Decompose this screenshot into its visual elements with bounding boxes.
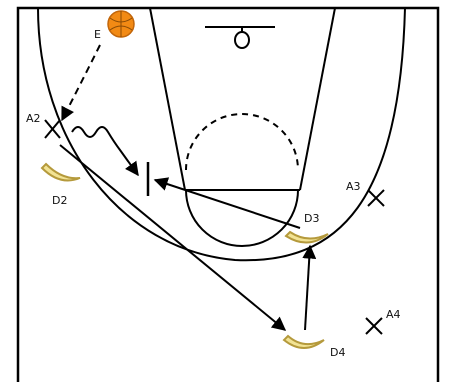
lane-line-left [149, 7, 186, 191]
a4-label: A4 [386, 308, 401, 321]
defender-d4-crescent-marker-icon [282, 334, 325, 349]
pass-line [61, 44, 101, 122]
a2-label: A2 [26, 112, 41, 125]
a2-to-d4-line [59, 144, 287, 331]
court-boundary [16, 6, 440, 382]
attacker-a4-x-marker-icon [365, 317, 383, 335]
d4-label: D4 [330, 346, 345, 359]
coach-label: E [94, 28, 101, 41]
basketball-icon [107, 10, 135, 38]
attacker-a3-x-marker-icon [367, 189, 385, 207]
d3-path-line [153, 177, 301, 229]
free-throw-circle-top [185, 113, 299, 171]
lane-line-right [299, 7, 336, 191]
defender-d3-crescent-marker-icon [284, 230, 329, 244]
defender-d2-crescent-marker-icon [40, 162, 81, 182]
d2-label: D2 [52, 194, 67, 207]
attacker-a2-x-marker-icon [44, 119, 61, 139]
a3-label: A3 [346, 180, 361, 193]
free-throw-circle-bottom [185, 189, 299, 247]
dribble-line [71, 126, 139, 177]
d3-label: D3 [304, 212, 319, 225]
d4-to-d3-line [302, 244, 317, 331]
rim [234, 31, 250, 49]
three-point-line [37, 7, 406, 262]
